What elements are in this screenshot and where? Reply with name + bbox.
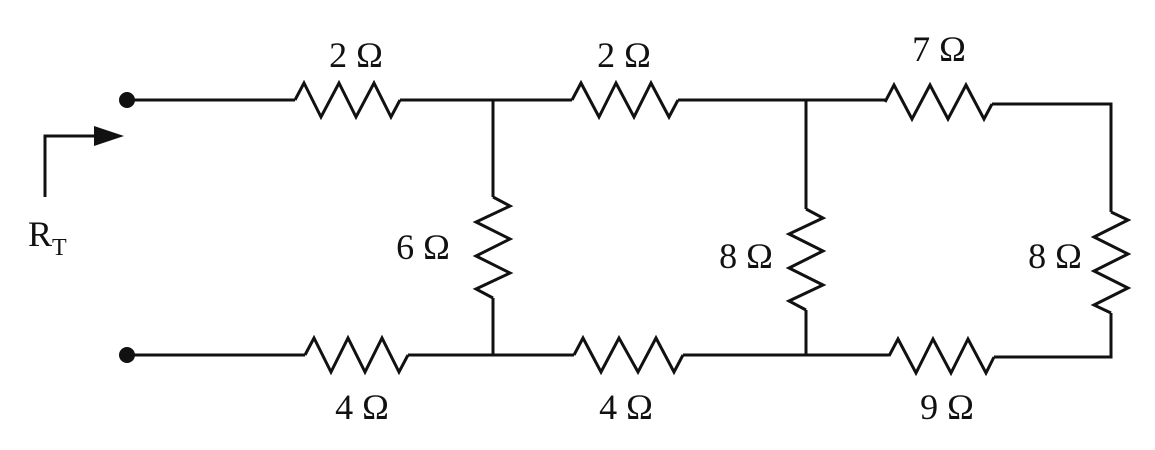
- resistor-bottom-1: [303, 334, 410, 376]
- label-top-3: 7 Ω: [912, 29, 966, 69]
- wire-bottom: [127, 313, 1113, 359]
- rt-label-subscript: T: [52, 235, 67, 261]
- resistor-shunt-2: [785, 207, 827, 312]
- resistor-top-1: [293, 79, 402, 121]
- resistor-shunt-3: [1090, 210, 1132, 315]
- wire-top: [127, 98, 1113, 212]
- rt-label-main: R: [28, 214, 52, 254]
- resistor-bottom-2: [572, 334, 685, 376]
- rt-arrow-line: [43, 134, 98, 197]
- label-bottom-1: 4 Ω: [335, 387, 389, 427]
- label-shunt-1: 6 Ω: [396, 227, 450, 267]
- resistor-top-2: [570, 79, 680, 121]
- label-shunt-3: 8 Ω: [1028, 236, 1082, 276]
- label-top-2: 2 Ω: [597, 35, 651, 75]
- resistor-bottom-3: [887, 335, 996, 377]
- rt-label: RT: [28, 214, 67, 261]
- label-bottom-2: 4 Ω: [599, 387, 653, 427]
- resistor-top-3: [883, 81, 994, 123]
- label-bottom-3: 9 Ω: [920, 387, 974, 427]
- resistor-shunt-1: [472, 195, 514, 300]
- label-shunt-2: 8 Ω: [719, 236, 773, 276]
- label-top-1: 2 Ω: [329, 35, 383, 75]
- rt-arrow-head: [94, 126, 124, 146]
